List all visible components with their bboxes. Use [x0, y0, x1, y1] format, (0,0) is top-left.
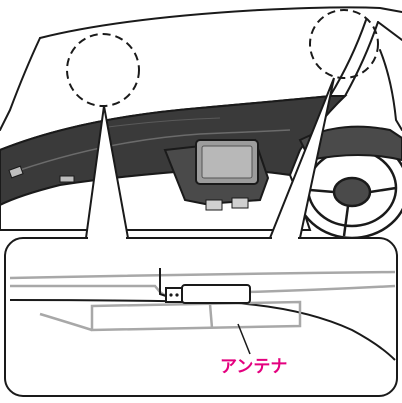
detail-inset — [5, 236, 397, 396]
inset-frame — [5, 238, 397, 396]
door-frame-right — [378, 22, 402, 40]
display-screen-icon — [196, 140, 258, 184]
door-window-right — [380, 50, 402, 130]
center-vent-right — [232, 198, 248, 208]
center-vent-left — [206, 200, 222, 210]
callout-circle-left — [67, 34, 139, 106]
callout-circle-right — [310, 10, 378, 78]
left-side-vent — [60, 176, 74, 182]
a-pillar-left — [0, 38, 40, 130]
antenna-connector — [166, 288, 182, 302]
a-pillar-right — [330, 20, 366, 96]
antenna-label: アンテナ — [220, 352, 287, 377]
dashboard — [0, 96, 402, 238]
antenna-body — [182, 285, 250, 303]
windshield-top-edge — [40, 7, 402, 38]
